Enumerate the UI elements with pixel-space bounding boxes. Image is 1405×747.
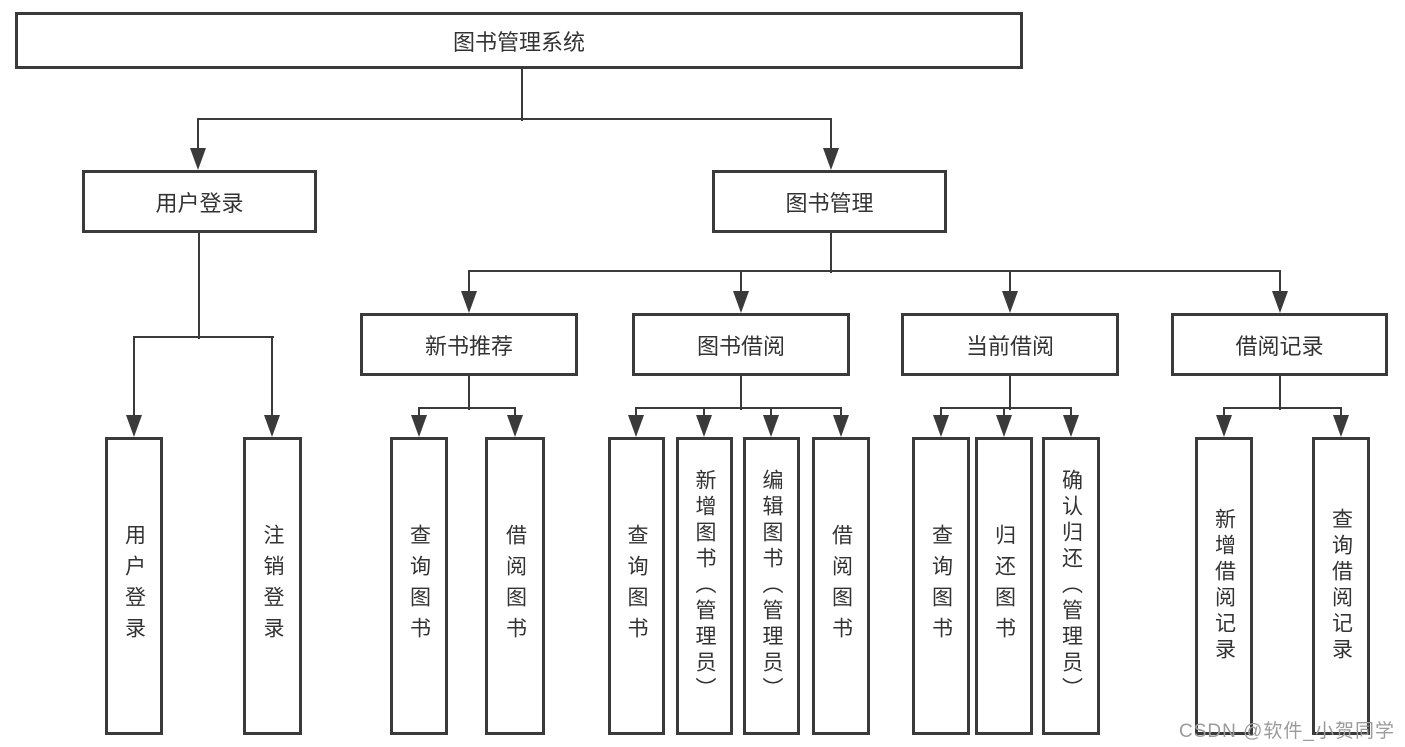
leaf-logout: 注销登录 [243, 437, 302, 735]
arrowhead-down-icon [126, 415, 142, 437]
leaf-confirm-return-admin: 确认归还（管理员） [1042, 437, 1100, 735]
csdn-watermark: CSDN @软件_小贺同学 [1179, 721, 1395, 742]
leaf-borrow-books-recommend: 借阅图书 [485, 437, 545, 735]
connector-line [940, 408, 942, 417]
arrowhead-down-icon [1216, 415, 1232, 437]
connector-line [133, 336, 274, 338]
leaf-user-login: 用户登录 [105, 437, 163, 735]
connector-line [740, 376, 742, 410]
leaf-query-books-borrowing: 查询图书 [608, 437, 665, 735]
connector-line [1223, 408, 1225, 417]
node-book-borrowing: 图书借阅 [632, 313, 850, 376]
connector-line [940, 407, 1072, 409]
connector-line [1223, 407, 1342, 409]
connector-line [830, 233, 832, 273]
leaf-edit-book-admin: 编辑图书（管理员） [743, 437, 800, 735]
connector-line [197, 118, 832, 120]
arrowhead-down-icon [823, 148, 839, 170]
connector-line [1009, 271, 1011, 293]
arrowhead-down-icon [1063, 415, 1079, 437]
connector-line [840, 408, 842, 417]
connector-line [133, 337, 135, 417]
connector-line [271, 337, 273, 417]
connector-line [468, 376, 470, 410]
connector-line [468, 270, 1281, 272]
leaf-return-book: 归还图书 [975, 437, 1033, 735]
arrowhead-down-icon [190, 148, 206, 170]
arrowhead-down-icon [1272, 291, 1288, 313]
leaf-add-book-admin: 新增图书（管理员） [676, 437, 733, 735]
connector-line [418, 407, 516, 409]
connector-line [703, 408, 705, 417]
connector-line [770, 408, 772, 417]
connector-line [1009, 376, 1011, 410]
leaf-add-borrow-record: 新增借阅记录 [1195, 437, 1253, 735]
connector-line [635, 408, 637, 417]
connector-line [198, 233, 200, 339]
arrowhead-down-icon [411, 415, 427, 437]
connector-line [197, 119, 199, 150]
node-user-login: 用户登录 [82, 170, 317, 233]
arrowhead-down-icon [628, 415, 644, 437]
node-borrowing-records: 借阅记录 [1171, 313, 1388, 376]
arrowhead-down-icon [696, 415, 712, 437]
connector-line [521, 69, 523, 121]
arrowhead-down-icon [733, 291, 749, 313]
node-current-borrowing: 当前借阅 [901, 313, 1119, 376]
arrowhead-down-icon [933, 415, 949, 437]
arrowhead-down-icon [507, 415, 523, 437]
arrowhead-down-icon [833, 415, 849, 437]
arrowhead-down-icon [1333, 415, 1349, 437]
connector-line [830, 119, 832, 150]
arrowhead-down-icon [996, 415, 1012, 437]
leaf-query-borrow-record: 查询借阅记录 [1312, 437, 1370, 735]
connector-line [514, 408, 516, 417]
arrowhead-down-icon [763, 415, 779, 437]
connector-line [418, 408, 420, 417]
connector-line [1279, 376, 1281, 410]
connector-line [468, 271, 470, 293]
node-book-management: 图书管理 [712, 170, 947, 233]
leaf-borrow-books-borrowing: 借阅图书 [812, 437, 870, 735]
leaf-query-books-current: 查询图书 [912, 437, 970, 735]
arrowhead-down-icon [264, 415, 280, 437]
arrowhead-down-icon [461, 291, 477, 313]
leaf-query-books-recommend: 查询图书 [390, 437, 448, 735]
node-library-management-system: 图书管理系统 [15, 12, 1023, 69]
connector-line [740, 271, 742, 293]
node-new-book-recommendation: 新书推荐 [360, 313, 578, 376]
arrowhead-down-icon [1002, 291, 1018, 313]
connector-line [1340, 408, 1342, 417]
connector-line [1003, 408, 1005, 417]
connector-line [635, 407, 842, 409]
connector-line [1070, 408, 1072, 417]
connector-line [1279, 271, 1281, 293]
